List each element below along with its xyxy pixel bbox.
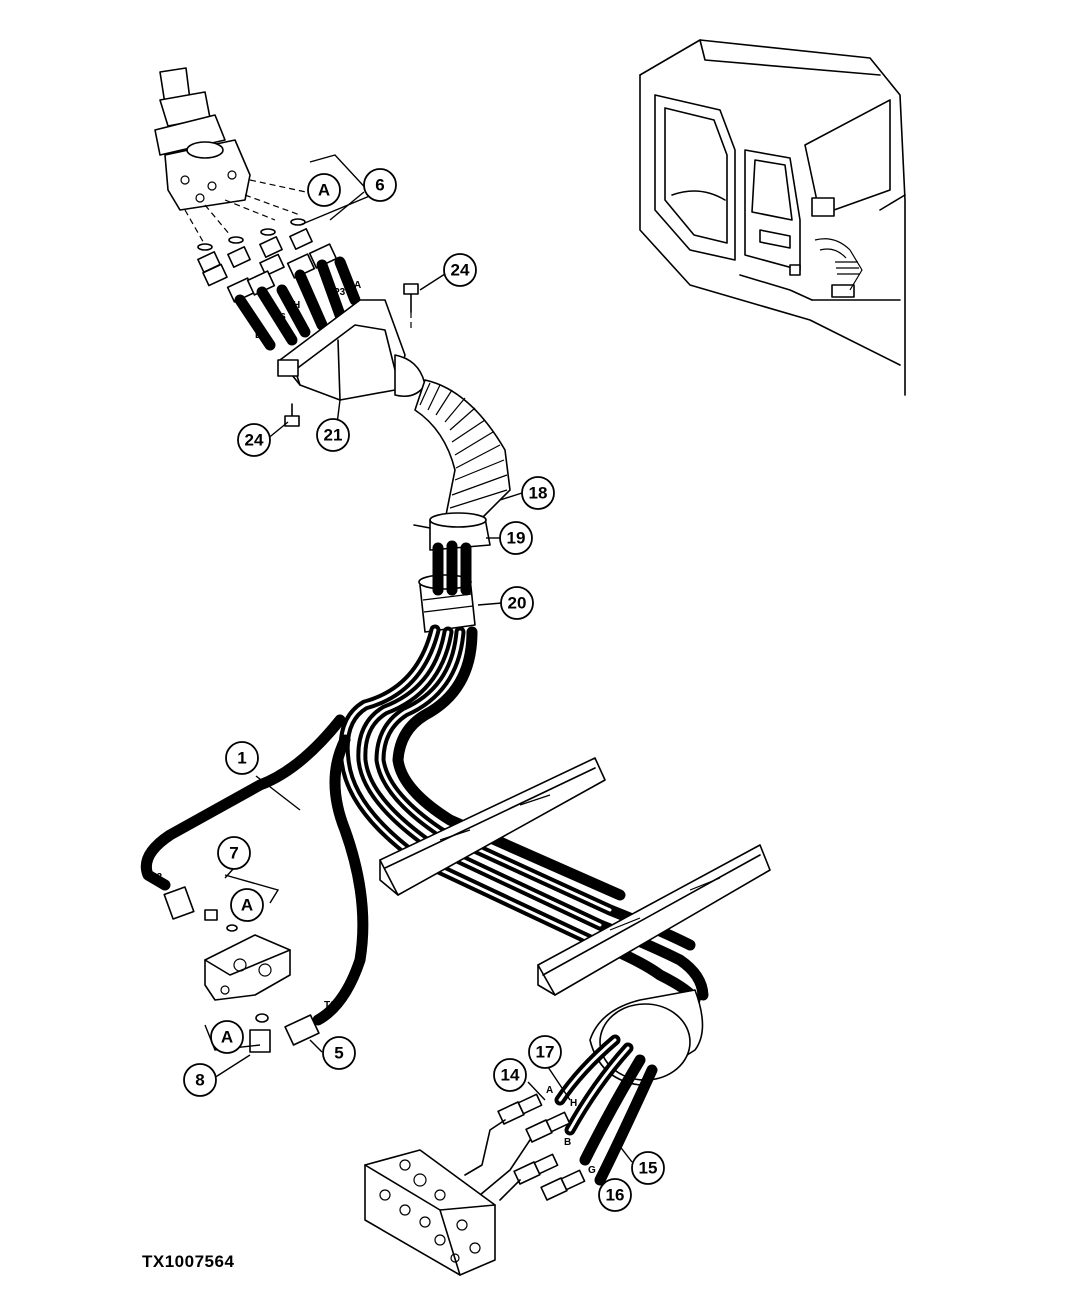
svg-text:A: A bbox=[221, 1028, 233, 1047]
svg-text:A: A bbox=[318, 181, 330, 200]
lower-fittings bbox=[464, 1093, 586, 1201]
svg-text:7: 7 bbox=[229, 844, 238, 863]
svg-text:21: 21 bbox=[324, 426, 343, 445]
control-valve-block bbox=[364, 1149, 496, 1276]
svg-text:15: 15 bbox=[639, 1159, 658, 1178]
pilot-control-valve bbox=[154, 67, 321, 246]
bracket-8 bbox=[204, 1024, 261, 1051]
svg-text:5: 5 bbox=[334, 1044, 343, 1063]
detail-ref-a-mid[interactable]: A bbox=[230, 888, 264, 922]
svg-text:6: 6 bbox=[375, 176, 384, 195]
svg-text:24: 24 bbox=[451, 261, 470, 280]
hose-label-p3-top: P3 bbox=[333, 287, 346, 298]
svg-text:18: 18 bbox=[529, 484, 548, 503]
callout-14[interactable]: 14 bbox=[493, 1058, 527, 1092]
hose-bundle bbox=[140, 624, 709, 1026]
bracket-7 bbox=[224, 874, 280, 904]
callout-21[interactable]: 21 bbox=[316, 418, 350, 452]
grommet-20 bbox=[418, 540, 476, 633]
callout-17[interactable]: 17 bbox=[528, 1035, 562, 1069]
bolt-24-lower bbox=[284, 403, 300, 427]
svg-text:17: 17 bbox=[536, 1043, 555, 1062]
hose-label-b-top: B bbox=[255, 330, 262, 341]
hose-label-b-bottom: B bbox=[564, 1137, 571, 1148]
upper-fittings bbox=[197, 218, 361, 351]
hose-label-g-top: G bbox=[314, 307, 322, 318]
svg-text:14: 14 bbox=[501, 1066, 520, 1085]
callout-18[interactable]: 18 bbox=[521, 476, 555, 510]
callout-8[interactable]: 8 bbox=[183, 1063, 217, 1097]
lower-guard bbox=[554, 989, 704, 1186]
figure-id: TX1007564 bbox=[142, 1252, 235, 1271]
bolt-24-upper bbox=[403, 283, 419, 330]
callout-19[interactable]: 19 bbox=[499, 521, 533, 555]
svg-text:20: 20 bbox=[508, 594, 527, 613]
corrugated-boot-18 bbox=[414, 379, 511, 521]
detail-ref-a-top[interactable]: A bbox=[307, 173, 341, 207]
callout-6[interactable]: 6 bbox=[363, 168, 397, 202]
callout-15[interactable]: 15 bbox=[631, 1151, 665, 1185]
bracket-6 bbox=[299, 154, 374, 226]
hose-label-a-top: A bbox=[354, 280, 361, 291]
callout-5[interactable]: 5 bbox=[322, 1036, 356, 1070]
svg-text:A: A bbox=[241, 896, 253, 915]
callout-16[interactable]: 16 bbox=[598, 1178, 632, 1212]
svg-text:16: 16 bbox=[606, 1186, 625, 1205]
svg-text:24: 24 bbox=[245, 431, 264, 450]
hose-label-h-top: H bbox=[293, 300, 300, 311]
callout-7[interactable]: 7 bbox=[217, 836, 251, 870]
hose-label-p3-left: P3 bbox=[150, 872, 163, 883]
pilot-shutoff-valve bbox=[163, 886, 320, 1053]
cab-illustration bbox=[639, 39, 906, 396]
hose-label-a-bottom: A bbox=[546, 1085, 553, 1096]
hose-label-g-bottom: G bbox=[588, 1165, 596, 1176]
leader-lines bbox=[213, 191, 633, 1186]
hose-cover-21 bbox=[277, 299, 426, 401]
frame-rails bbox=[379, 757, 771, 996]
detail-ref-a-low[interactable]: A bbox=[210, 1020, 244, 1054]
hose-label-h-bottom: H bbox=[570, 1098, 577, 1109]
callout-24-lower[interactable]: 24 bbox=[237, 423, 271, 457]
clamp-19 bbox=[413, 512, 491, 551]
hose-label-t6-left: T6 bbox=[324, 1000, 336, 1011]
svg-text:8: 8 bbox=[195, 1071, 204, 1090]
svg-text:1: 1 bbox=[237, 749, 246, 768]
svg-text:19: 19 bbox=[507, 529, 526, 548]
hose-label-t6-top: T6 bbox=[274, 312, 286, 323]
callout-24-upper[interactable]: 24 bbox=[443, 253, 477, 287]
callout-20[interactable]: 20 bbox=[500, 586, 534, 620]
callout-1[interactable]: 1 bbox=[225, 741, 259, 775]
